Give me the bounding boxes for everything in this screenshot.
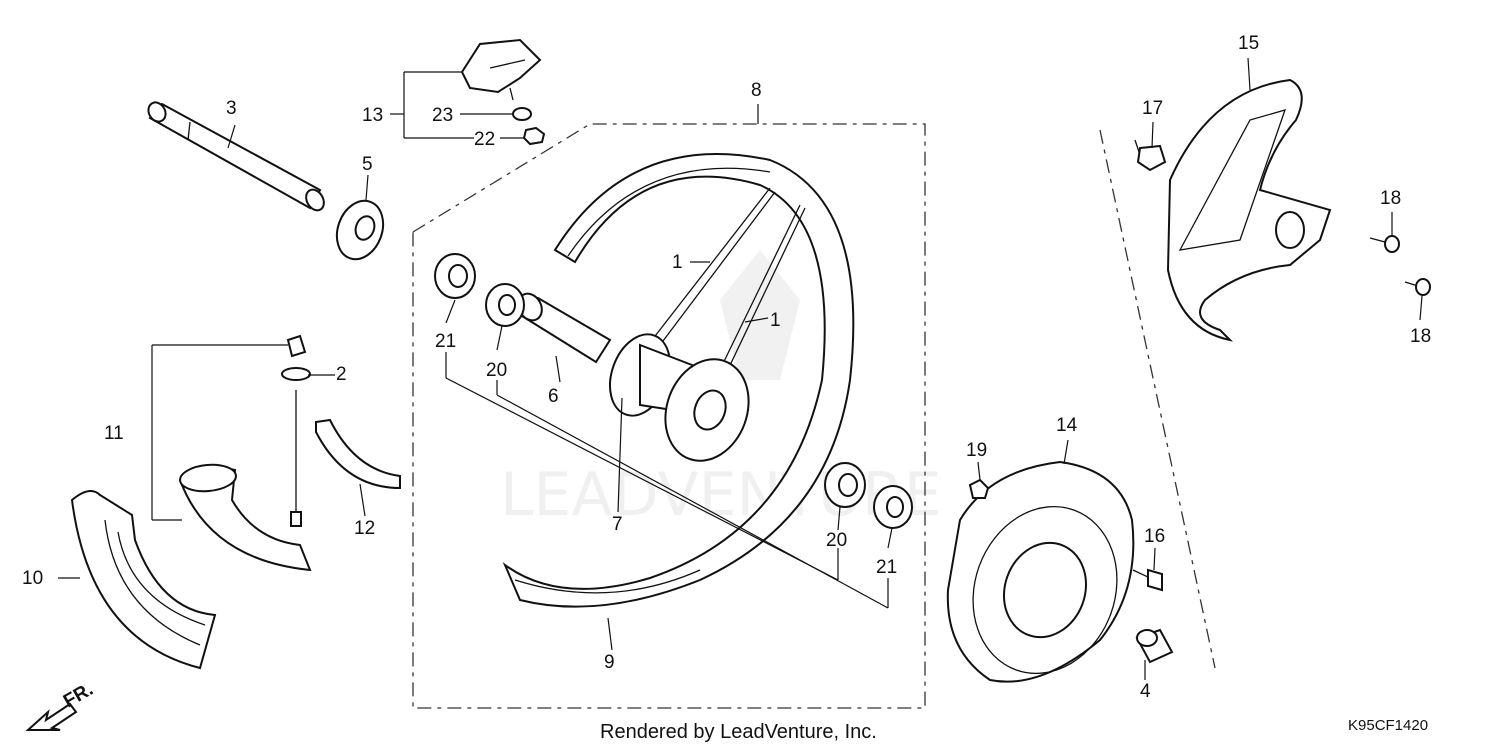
bolt-part-18-lower[interactable] [1404, 278, 1431, 296]
callout-5: 5 [362, 154, 373, 175]
callout-labels: 1 1 2 3 4 5 6 7 8 9 10 11 12 13 14 15 16… [22, 33, 1431, 702]
callout-10: 10 [22, 568, 43, 589]
callout-19: 19 [966, 440, 987, 461]
callout-17: 17 [1142, 98, 1163, 119]
bearing-part-21-right[interactable] [873, 485, 913, 529]
bearing-part-20-left[interactable] [485, 283, 525, 327]
callout-1a: 1 [672, 252, 683, 273]
callout-4: 4 [1140, 681, 1151, 702]
wheel-assembly-outline [412, 123, 926, 709]
callout-20b: 20 [826, 530, 847, 551]
callout-16: 16 [1144, 526, 1165, 547]
callout-11: 11 [104, 423, 124, 444]
hub-part-7[interactable] [599, 326, 762, 473]
callout-18b: 18 [1410, 326, 1431, 347]
callout-18a: 18 [1380, 188, 1401, 209]
leader-lines [58, 57, 1423, 680]
nut-part-19[interactable] [968, 478, 990, 499]
distance-collar-part-6[interactable] [513, 289, 612, 364]
valve-cap-part-2[interactable] [281, 334, 311, 527]
bolt-part-17[interactable] [1134, 139, 1167, 172]
spoke-part-1[interactable] [651, 187, 806, 383]
bearing-part-20-right[interactable] [824, 462, 866, 508]
axle-part-3[interactable] [145, 99, 327, 213]
disc-cover-outline [1099, 129, 1216, 669]
callout-3: 3 [226, 98, 237, 119]
callout-22: 22 [474, 129, 495, 150]
callout-6: 6 [548, 386, 559, 407]
front-direction-arrow: FR. [25, 679, 97, 731]
callout-23: 23 [432, 105, 453, 126]
callout-8: 8 [751, 80, 762, 101]
bolt-part-16[interactable] [1132, 568, 1163, 592]
side-collar-part-5[interactable] [329, 194, 391, 265]
callout-21a: 21 [435, 331, 456, 352]
callout-9: 9 [604, 652, 615, 673]
callout-15: 15 [1238, 33, 1259, 54]
callout-2: 2 [336, 364, 347, 385]
callout-14: 14 [1056, 415, 1078, 436]
watermark: LEADVENTURE [500, 250, 942, 530]
washer-part-22[interactable] [522, 126, 546, 146]
collar-part-4[interactable] [1135, 628, 1174, 664]
callout-7: 7 [612, 514, 623, 535]
brake-disc-part-14[interactable] [946, 460, 1140, 694]
callout-12: 12 [354, 518, 375, 539]
diagram-code: K95CF1420 [1348, 717, 1428, 734]
callout-13: 13 [362, 105, 383, 126]
footer-credit: Rendered by LeadVenture, Inc. [600, 721, 877, 743]
rim-part-9[interactable] [502, 153, 855, 608]
bearing-part-21-left[interactable] [434, 253, 476, 299]
callout-1b: 1 [770, 310, 781, 331]
tire-part-10[interactable] [70, 490, 217, 670]
callout-21b: 21 [876, 557, 897, 578]
rim-lock-part-13[interactable] [460, 38, 542, 101]
tube-part-11[interactable] [178, 463, 312, 572]
callout-20a: 20 [486, 360, 507, 381]
rim-band-part-12[interactable] [315, 418, 401, 490]
svg-text:LEADVENTURE: LEADVENTURE [500, 460, 942, 530]
nut-part-23[interactable] [512, 107, 532, 121]
bolt-part-18-upper[interactable] [1369, 235, 1400, 253]
disc-cover-part-15[interactable] [1166, 78, 1332, 342]
